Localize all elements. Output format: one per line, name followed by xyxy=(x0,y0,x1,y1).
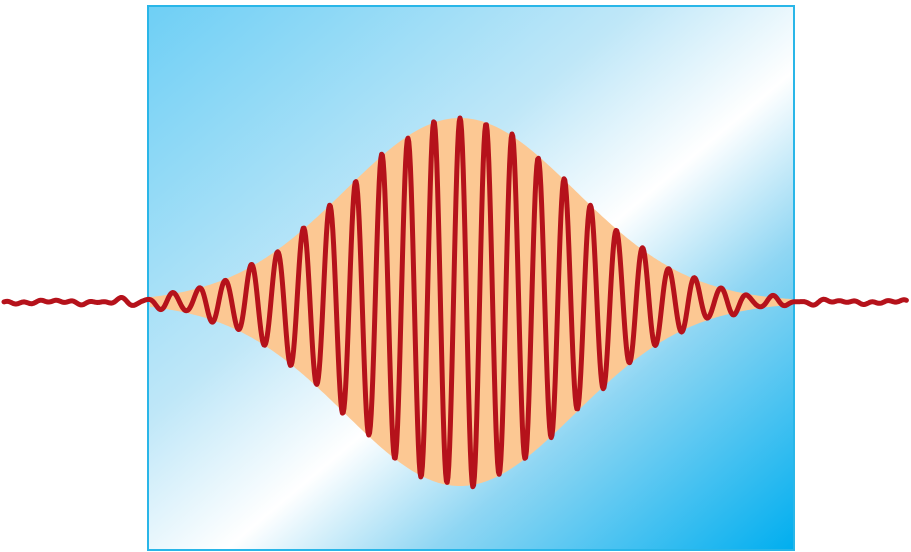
oscillating-wave xyxy=(1,115,909,490)
gaussian-envelope xyxy=(150,118,792,486)
